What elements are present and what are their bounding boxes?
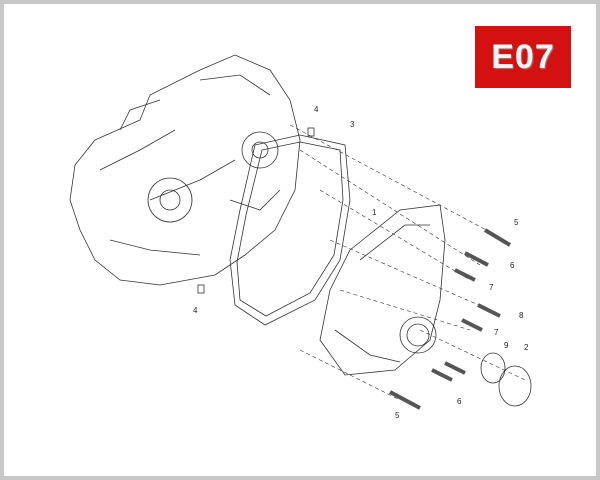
section-badge: E07 xyxy=(475,26,571,88)
callout-label: 8 xyxy=(519,311,524,320)
callout-label: 3 xyxy=(350,120,355,129)
callout-label: 5 xyxy=(514,218,519,227)
callout-label: 4 xyxy=(193,306,198,315)
callout-label: 5 xyxy=(395,411,400,420)
cover-drawing xyxy=(319,204,446,376)
callout-label: 9 xyxy=(504,341,509,350)
dowel-pin xyxy=(307,127,315,137)
assembly-lines xyxy=(289,124,526,401)
callout-label: 6 xyxy=(457,397,462,406)
o-ring xyxy=(480,352,506,384)
plug-cap xyxy=(498,365,532,407)
callout-label: 6 xyxy=(510,261,515,270)
callout-label: 1 xyxy=(372,208,377,217)
dowel-pin xyxy=(197,284,205,294)
callout-label: 7 xyxy=(489,283,494,292)
callout-label: 2 xyxy=(524,343,529,352)
bolts xyxy=(389,228,512,410)
callout-label: 7 xyxy=(494,328,499,337)
gasket-drawing xyxy=(229,134,351,326)
crankcase-drawing xyxy=(69,54,301,286)
callout-label: 4 xyxy=(314,105,319,114)
